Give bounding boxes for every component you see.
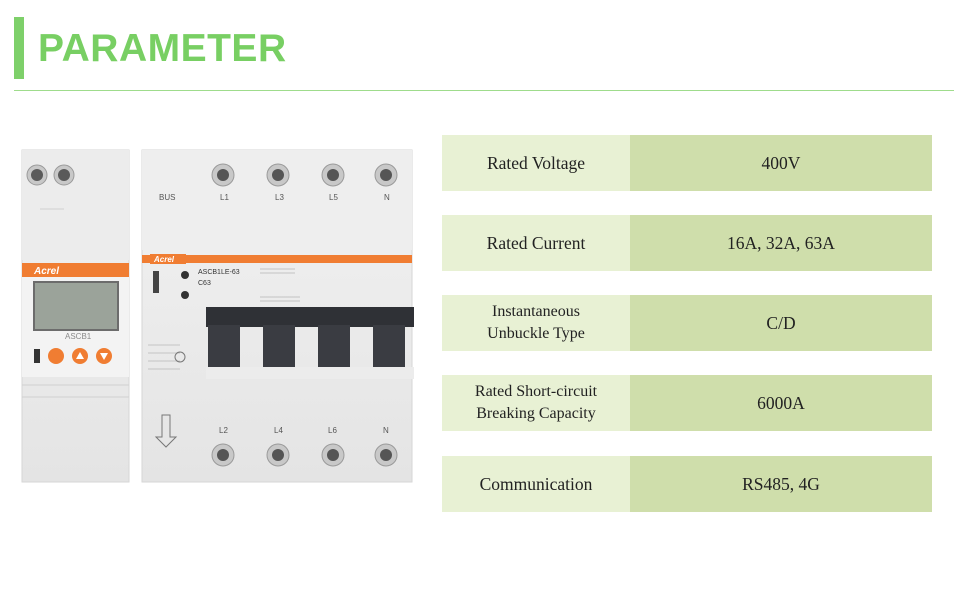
svg-text:L4: L4	[274, 426, 283, 435]
param-label: Rated Short-circuit Breaking Capacity	[442, 375, 630, 431]
svg-text:L5: L5	[329, 193, 338, 202]
breaker-module: BUS L1 L3 L5 N Acrel ASCB1LE-63 C63	[141, 149, 414, 483]
svg-text:ASCB1LE-63: ASCB1LE-63	[198, 269, 240, 276]
svg-text:L2: L2	[219, 426, 228, 435]
param-row-communication: Communication RS485, 4G	[442, 456, 932, 512]
param-label: Rated Voltage	[442, 135, 630, 191]
param-label: Instantaneous Unbuckle Type	[442, 295, 630, 351]
svg-text:L3: L3	[275, 193, 284, 202]
meter-button	[48, 348, 64, 364]
title-divider	[14, 90, 954, 91]
param-label-line: Instantaneous	[492, 303, 580, 320]
meter-model: ASCB1	[65, 332, 92, 341]
param-row-rated-voltage: Rated Voltage 400V	[442, 135, 932, 191]
param-value: 400V	[630, 135, 932, 191]
param-label-line: Unbuckle Type	[487, 325, 585, 342]
param-value: C/D	[630, 295, 932, 351]
lcd-screen	[33, 281, 119, 331]
param-row-rated-current: Rated Current 16A, 32A, 63A	[442, 215, 932, 271]
breaker-handle	[208, 325, 240, 367]
param-row-breaking-capacity: Rated Short-circuit Breaking Capacity 60…	[442, 375, 932, 431]
breaker-handle	[373, 325, 405, 367]
param-label: Communication	[442, 456, 630, 512]
svg-text:BUS: BUS	[159, 193, 175, 202]
param-label: Rated Current	[442, 215, 630, 271]
param-label-line: Breaking Capacity	[476, 405, 596, 422]
breaker-handle	[318, 325, 350, 367]
meter-brand: Acrel	[33, 266, 59, 277]
svg-text:Acrel: Acrel	[153, 255, 175, 264]
svg-text:L1: L1	[220, 193, 229, 202]
param-row-unbuckle-type: Instantaneous Unbuckle Type C/D	[442, 295, 932, 351]
title-accent-bar	[14, 17, 24, 79]
param-value: 16A, 32A, 63A	[630, 215, 932, 271]
svg-text:C63: C63	[198, 280, 211, 287]
param-value: RS485, 4G	[630, 456, 932, 512]
param-value: 6000A	[630, 375, 932, 431]
svg-text:N: N	[383, 426, 389, 435]
svg-text:L6: L6	[328, 426, 337, 435]
breaker-handle	[263, 325, 295, 367]
meter-module: Acrel ASCB1	[21, 149, 130, 483]
product-image: Acrel ASCB1 BUS L1 L3 L5 N Acrel ASCB1LE	[21, 149, 414, 483]
param-label-line: Rated Short-circuit	[474, 383, 598, 400]
page-title: PARAMETER	[38, 27, 287, 70]
svg-text:N: N	[384, 193, 390, 202]
